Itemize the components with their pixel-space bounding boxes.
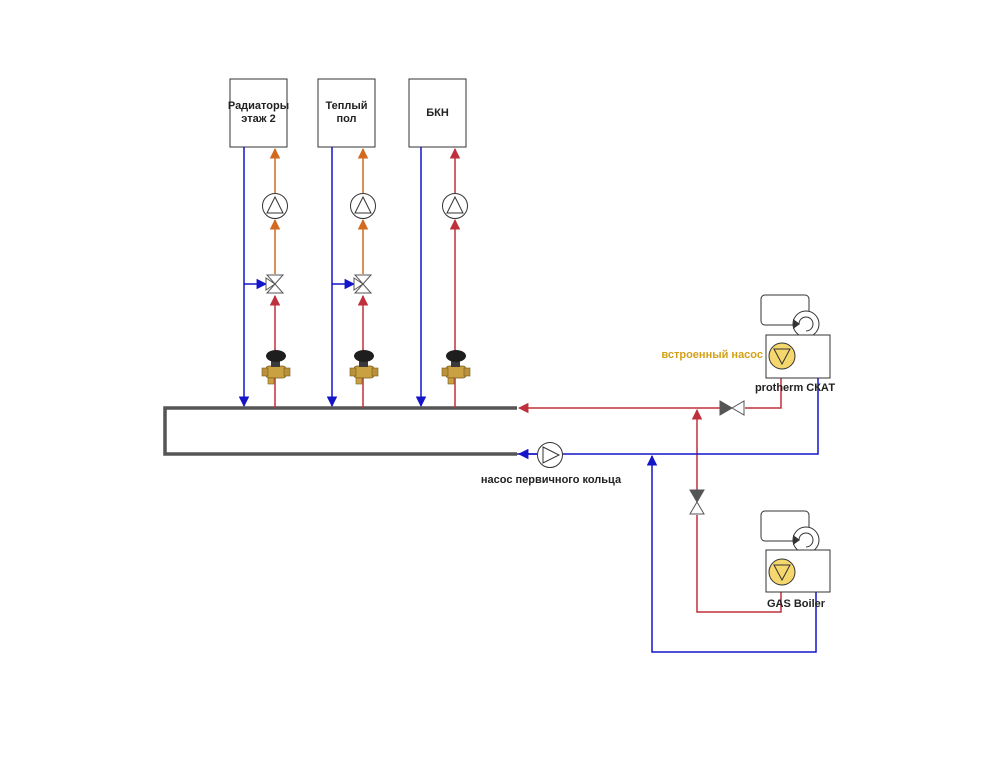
boiler-return-pipes <box>517 378 819 653</box>
load-label-line1: БКН <box>426 107 449 119</box>
check-valve-icon <box>719 400 745 416</box>
primary-header <box>163 406 517 456</box>
circulation-pump-icon <box>262 193 288 219</box>
boiler-supply-pipes <box>517 378 782 613</box>
built-in-pump-note: встроенный насос <box>661 349 763 361</box>
load-label-line1: Радиаторы <box>228 100 289 112</box>
load-box-underfloor: Теплый пол <box>317 78 376 148</box>
load-box-dhw-tank: БКН <box>408 78 467 148</box>
circulation-pump-icon <box>442 193 468 219</box>
primary-pump-label: насос первичного кольца <box>481 474 622 486</box>
balancing-valve-icon <box>349 350 379 385</box>
primary-loop-pump: насос первичного кольца <box>481 442 622 486</box>
boiler-name-label: protherm СКАТ <box>755 382 835 394</box>
boiler-gas: GAS Boiler <box>760 510 831 610</box>
load-label-line2: этаж 2 <box>241 113 275 125</box>
balancing-valve-icon <box>441 350 471 385</box>
boiler-icon <box>760 294 831 379</box>
balancing-valve-icon <box>261 350 291 385</box>
three-way-mixing-valve-icon <box>265 274 285 294</box>
three-way-mixing-valve-icon <box>353 274 373 294</box>
load-label-line1: Теплый <box>325 100 367 112</box>
circulation-pump-icon <box>350 193 376 219</box>
pump-arrow-icon <box>537 442 563 468</box>
load-box-radiators: Радиаторы этаж 2 <box>228 78 289 148</box>
load-label-line2: пол <box>336 113 356 125</box>
check-valve-icon <box>689 489 705 515</box>
boiler-protherm: встроенный насос protherm СКАТ <box>661 294 835 394</box>
boiler-icon <box>760 510 831 593</box>
boiler-name-label: GAS Boiler <box>767 598 826 610</box>
